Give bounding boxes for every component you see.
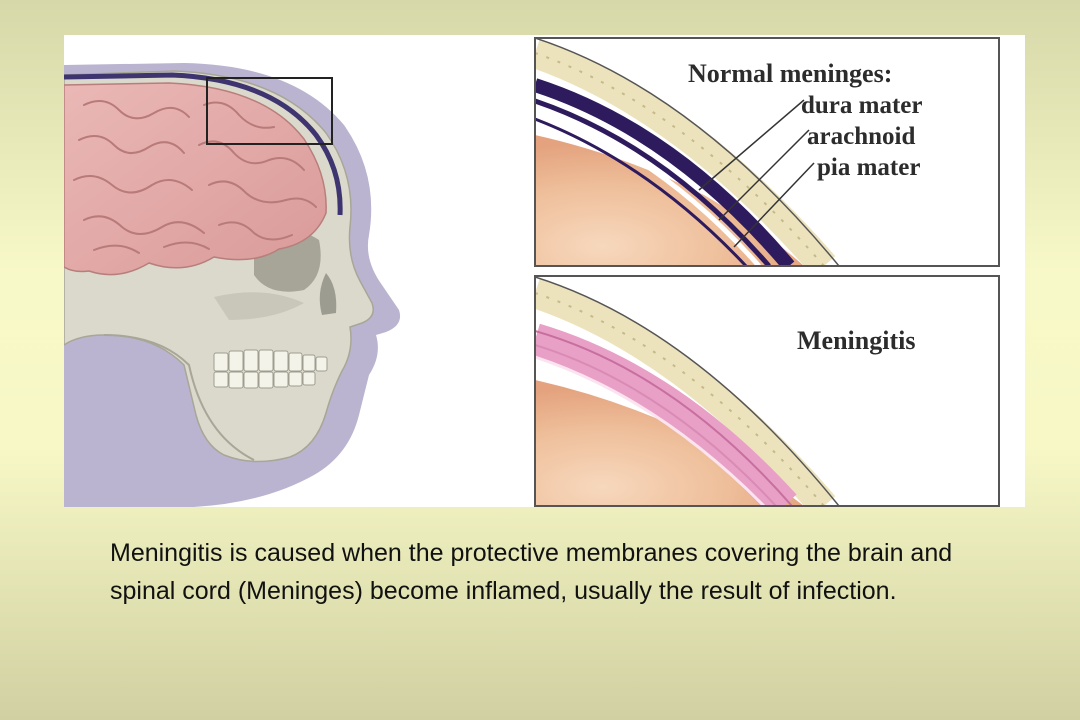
dura-mater-label: dura mater: [801, 92, 923, 119]
anatomy-illustration: [64, 37, 1000, 507]
head-illustration: [64, 63, 401, 507]
meninges-diagram: Normal meninges: dura mater arachnoid pi…: [64, 35, 1025, 507]
nasal-cavity: [319, 273, 337, 315]
zoom-box: [206, 77, 333, 145]
normal-meninges-panel: [534, 37, 1000, 267]
normal-meninges-title: Normal meninges:: [688, 59, 893, 88]
caption-text: Meningitis is caused when the protective…: [110, 539, 953, 605]
brain: [64, 82, 327, 276]
meningitis-label: Meningitis: [797, 326, 916, 355]
arachnoid-label: arachnoid: [807, 123, 916, 150]
pia-mater-layer: [535, 117, 748, 266]
dura-mater-layer: [535, 78, 795, 266]
meningitis-panel: [534, 275, 1000, 507]
arachnoid-layer: [535, 98, 771, 266]
inflamed-meninges: [535, 323, 797, 506]
brain-folds: [73, 100, 317, 254]
teeth: [213, 349, 328, 389]
pia-mater-label: pia mater: [817, 154, 921, 181]
